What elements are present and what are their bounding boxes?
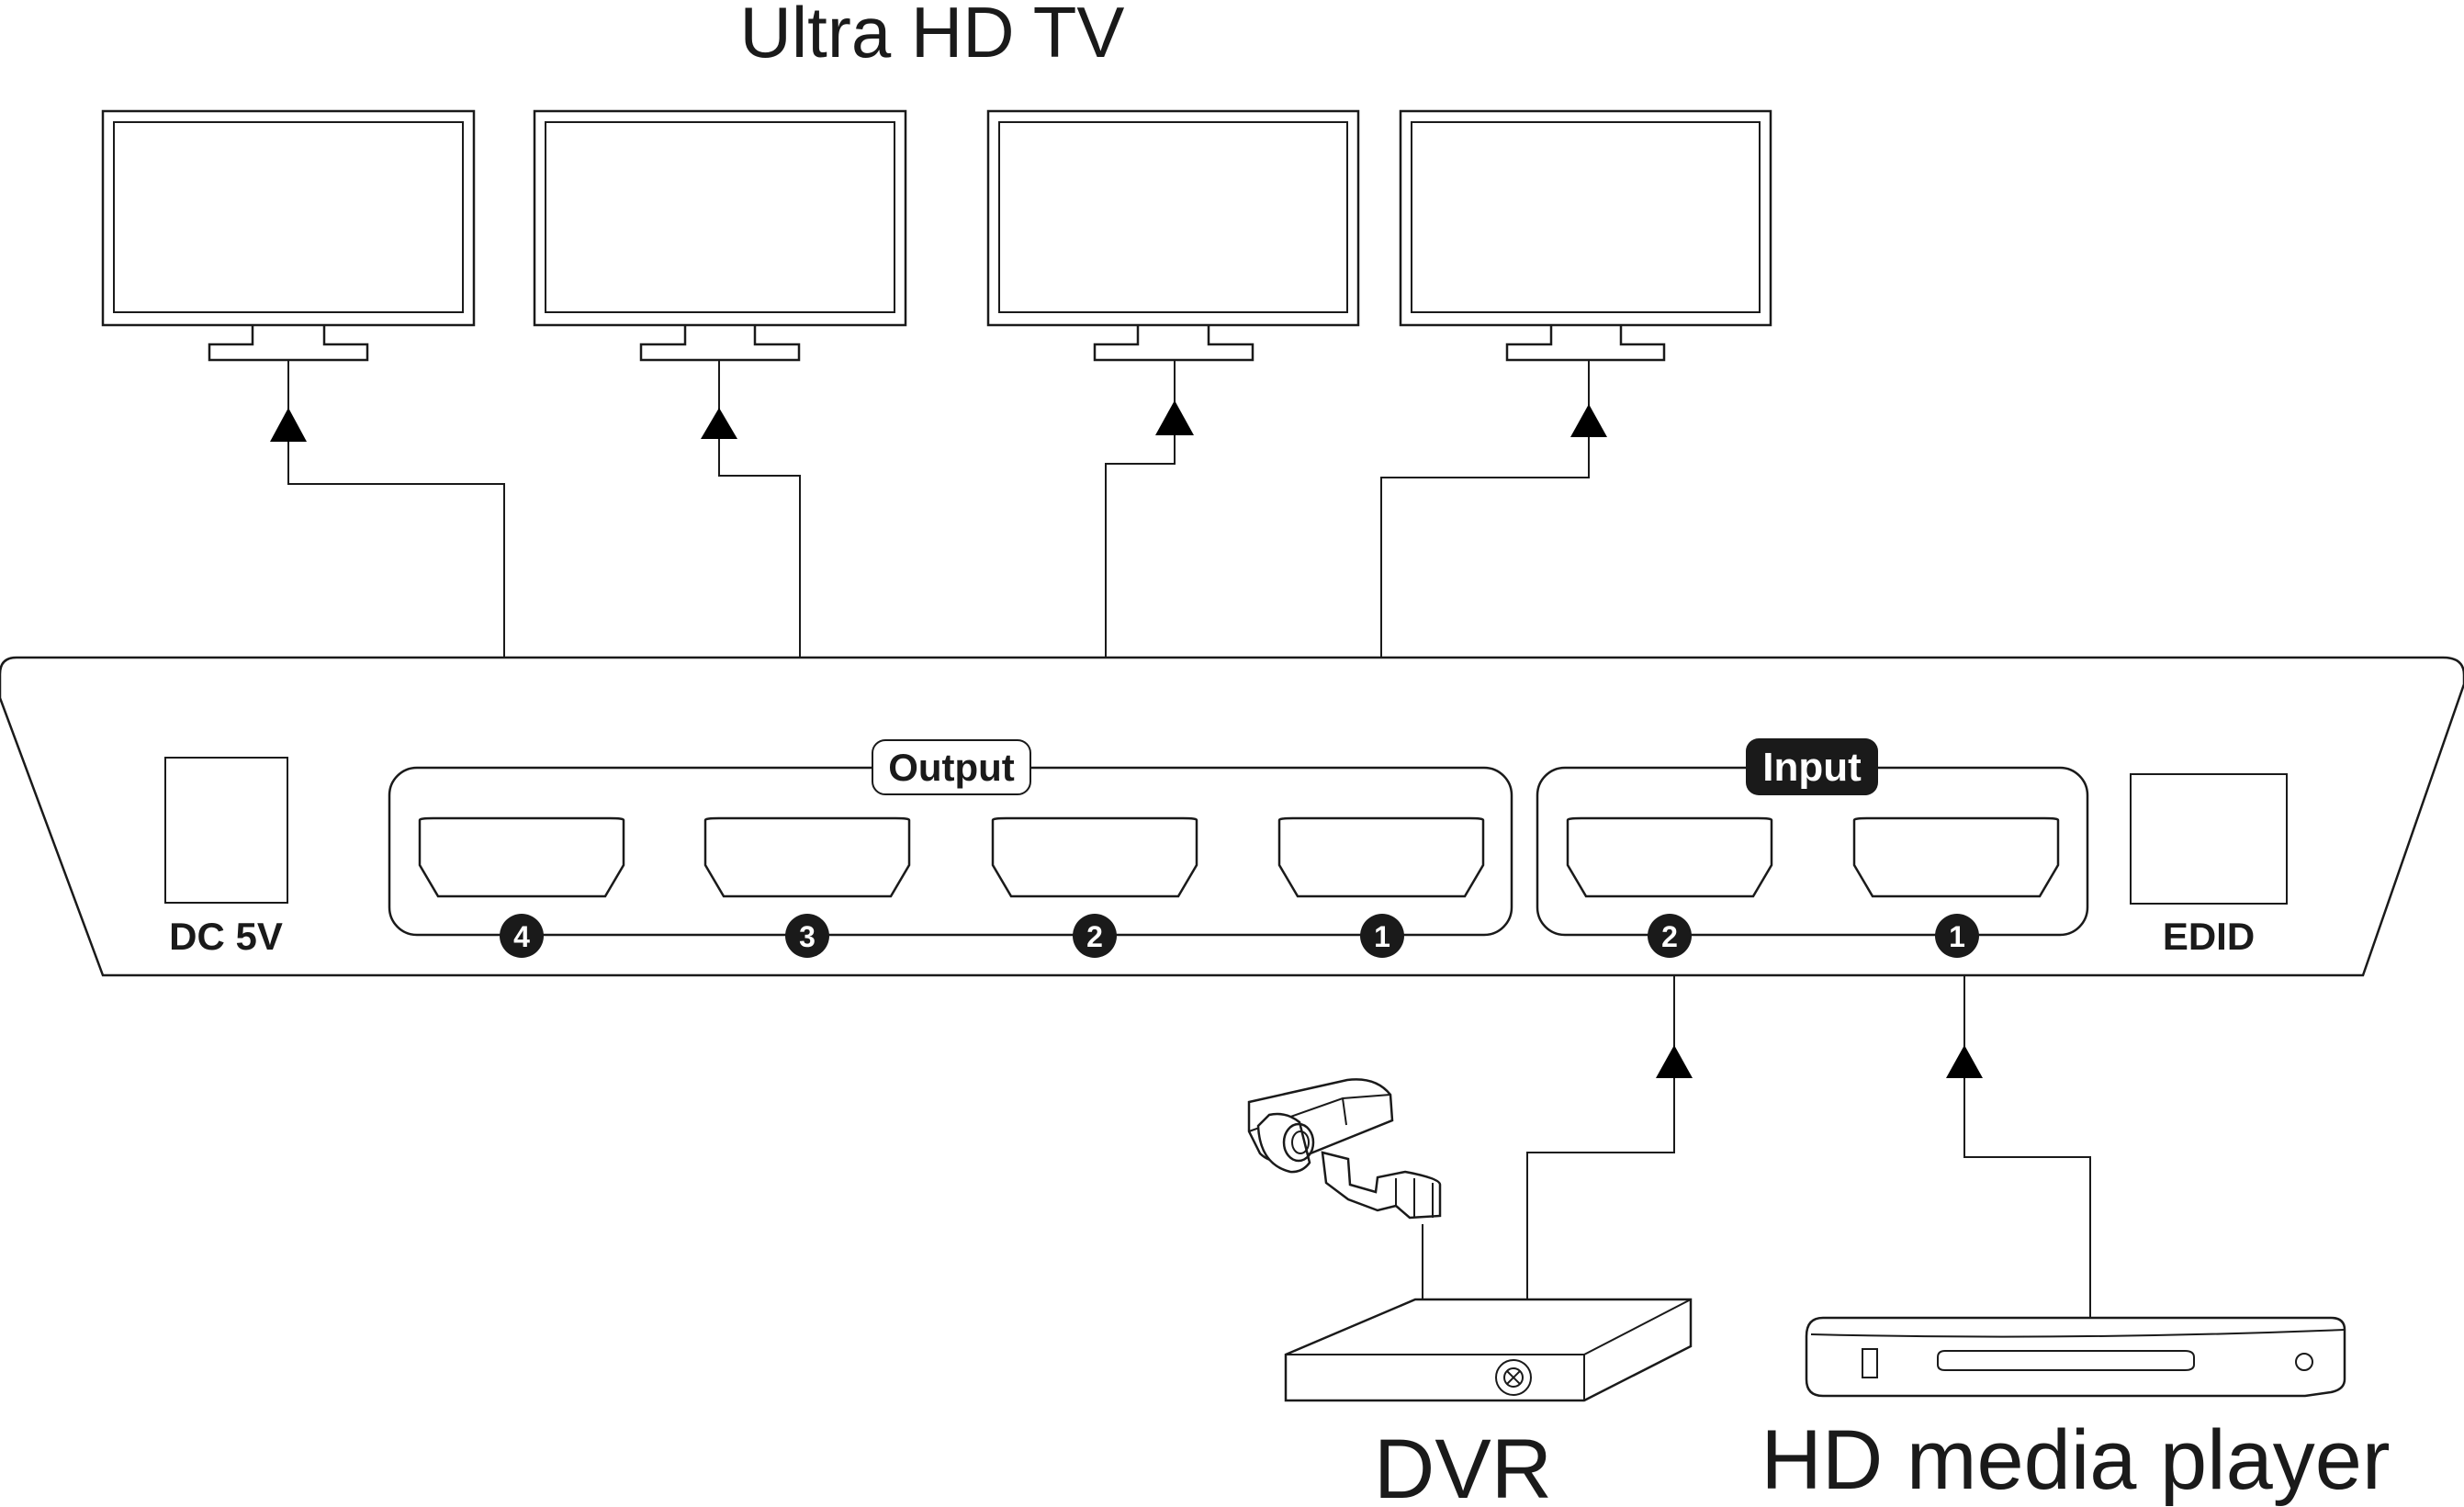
arrow-up-icon [1656,1045,1693,1078]
input-port-badge-2: 2 [1648,914,1692,958]
arrow-up-icon [701,408,737,439]
arrow-up-icon [1155,400,1194,435]
tv-monitor-icon [533,109,907,362]
input-port-badge-1: 1 [1935,914,1979,958]
diagram-title: Ultra HD TV [740,0,1125,73]
input-label: Input [1762,745,1862,790]
arrow-up-icon [1570,404,1607,437]
hdmi-port-icon [991,816,1198,898]
svg-text:1: 1 [1949,920,1965,953]
svg-text:3: 3 [799,920,816,953]
svg-text:2: 2 [1086,920,1103,953]
arrow-up-icon [1946,1045,1983,1078]
output-label: Output [888,746,1015,789]
hdmi-port-icon [1852,816,2060,898]
hd-media-player-label: HD media player [1761,1413,2390,1507]
edid-switch [2130,773,2288,905]
hdmi-port-icon [1277,816,1485,898]
cctv-camera-icon [1247,1078,1442,1220]
input-port-group: Input [1536,738,2089,937]
tv-monitor-icon [1399,109,1772,362]
output-port-badge-1: 1 [1360,914,1404,958]
dc-power-port [164,757,288,904]
output-port-badge-4: 4 [500,914,544,958]
output-cables [270,360,1607,658]
output-port-badge-2: 2 [1073,914,1117,958]
tv-monitor-icon [101,109,476,362]
hdmi-port-icon [1566,816,1773,898]
output-port-badge-3: 3 [785,914,829,958]
hdmi-switch-body [0,656,2464,977]
dc-5v-label: DC 5V [169,915,283,958]
tv-monitor-icon [986,109,1360,362]
hdmi-port-icon [703,816,911,898]
input-cables [1422,975,2091,1318]
media-player-icon [1805,1316,2346,1398]
svg-text:1: 1 [1374,920,1390,953]
edid-label: EDID [2163,915,2255,958]
svg-text:2: 2 [1661,920,1678,953]
arrow-up-icon [270,408,307,442]
svg-text:4: 4 [513,920,530,953]
dvr-box-icon [1284,1298,1693,1402]
hdmi-port-icon [418,816,625,898]
output-port-group: Output [388,739,1513,937]
dvr-label: DVR [1374,1423,1552,1507]
